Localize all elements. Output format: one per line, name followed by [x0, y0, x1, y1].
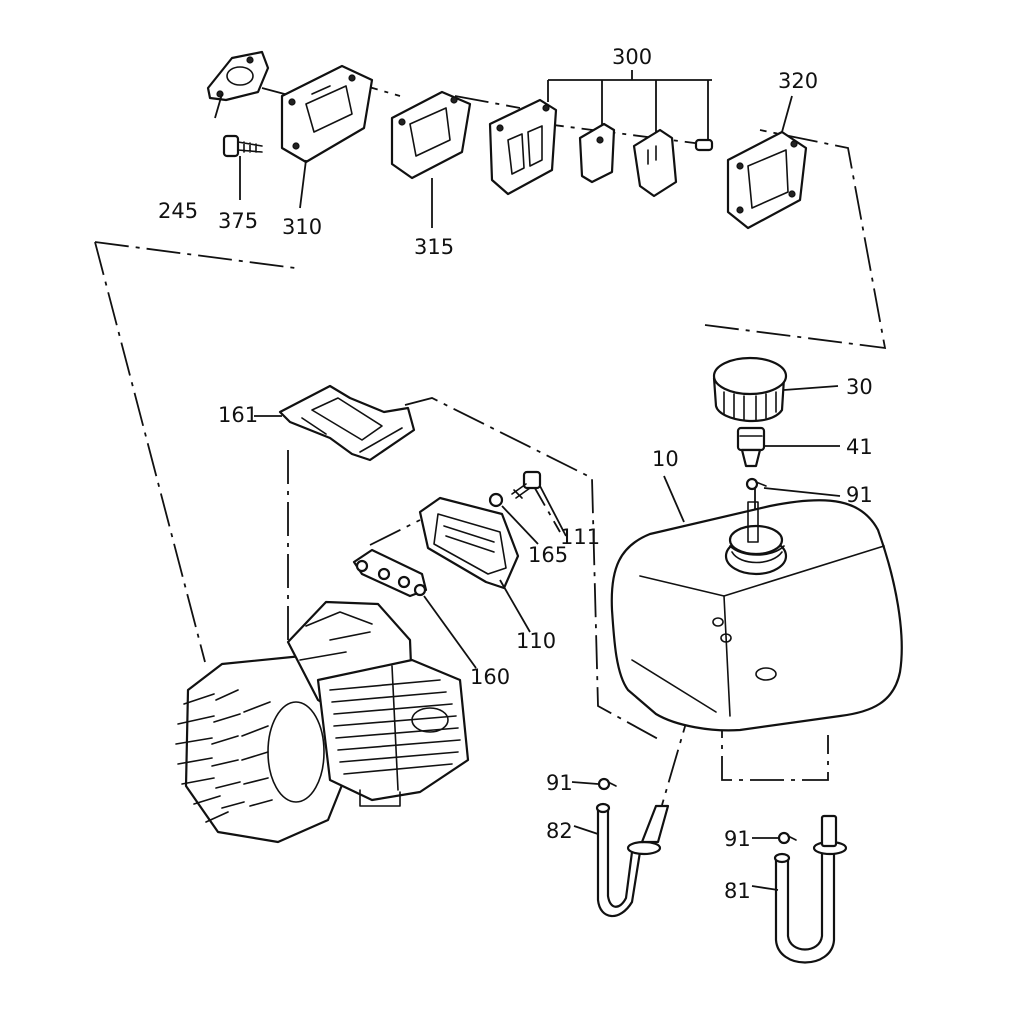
- callout-245: 245: [158, 199, 198, 223]
- callout-375: 375: [218, 209, 258, 233]
- insulator-icon: [280, 64, 374, 164]
- callout-91-left: 91: [546, 771, 573, 795]
- callout-110: 110: [516, 629, 556, 653]
- hose-clip-icon: [745, 477, 767, 491]
- fuel-tank-icon: [610, 499, 903, 732]
- cover-icon: [278, 384, 416, 462]
- fuel-cap-icon: [712, 356, 788, 423]
- fuel-hose-icon: [773, 814, 848, 964]
- callout-160: 160: [470, 665, 510, 689]
- callout-10: 10: [652, 447, 679, 471]
- bolt-icon: [222, 134, 263, 158]
- callout-300: 300: [612, 45, 652, 69]
- callout-91-top: 91: [846, 483, 873, 507]
- engine-icon: [175, 600, 470, 844]
- callout-165: 165: [528, 543, 568, 567]
- callout-91-right: 91: [724, 827, 751, 851]
- gasket-icon: [206, 50, 270, 102]
- fuel-filter-icon: [736, 426, 766, 468]
- bolt-icon: [511, 470, 542, 499]
- callout-111: 111: [560, 525, 600, 549]
- gasket-icon: [726, 130, 808, 230]
- gasket-icon: [390, 90, 472, 180]
- fuel-hose-icon: [595, 802, 670, 918]
- hose-clip-icon: [777, 831, 797, 845]
- reed-valve-icon: [488, 98, 714, 198]
- callout-81: 81: [724, 879, 751, 903]
- callout-41: 41: [846, 435, 873, 459]
- callout-82: 82: [546, 819, 573, 843]
- callout-320: 320: [778, 69, 818, 93]
- bolt-icon: [488, 492, 504, 508]
- bracket-icon: [352, 548, 428, 598]
- bracket-icon: [418, 496, 520, 590]
- callout-315: 315: [414, 235, 454, 259]
- callout-30: 30: [846, 375, 873, 399]
- hose-clip-icon: [597, 777, 617, 791]
- callout-310: 310: [282, 215, 322, 239]
- callout-161: 161: [218, 403, 258, 427]
